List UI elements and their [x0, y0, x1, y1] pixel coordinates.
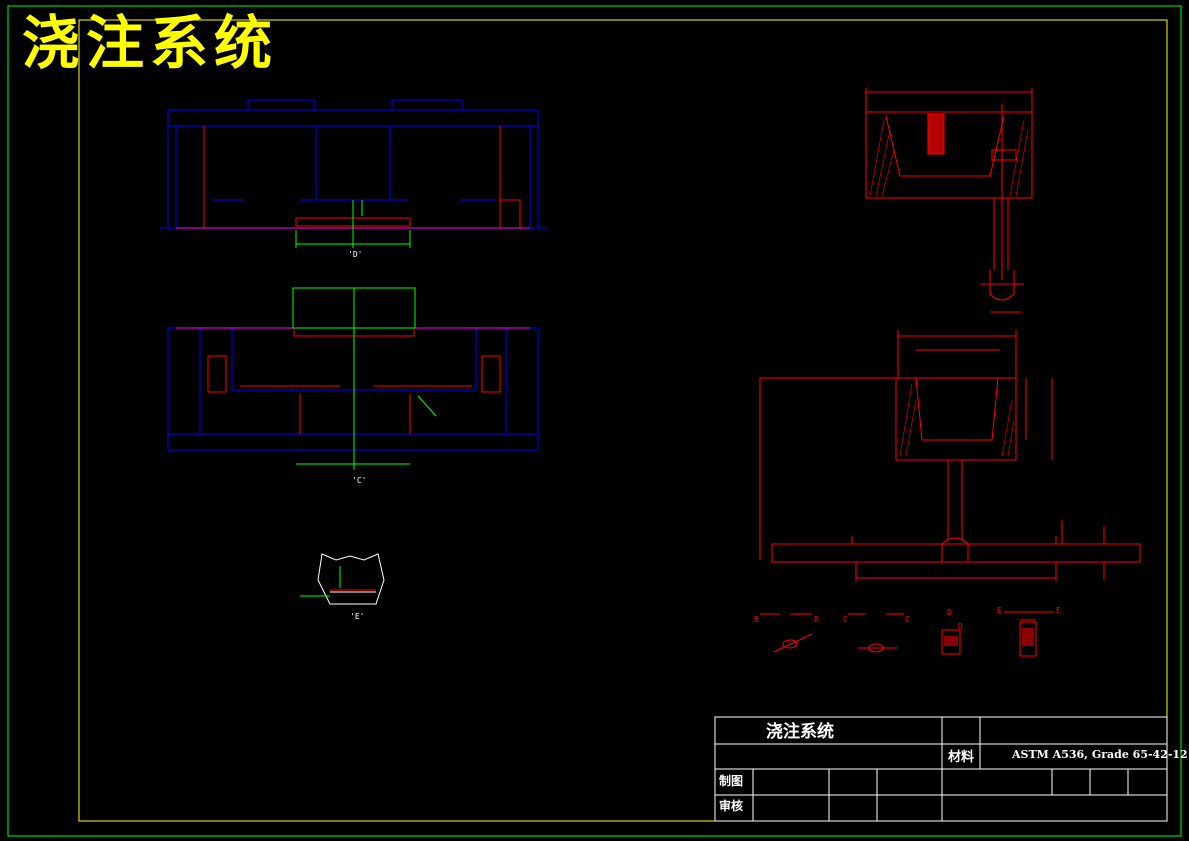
inner-border: [78, 19, 1168, 822]
view-d-label: 'D': [348, 250, 363, 259]
material-label: 材料: [948, 750, 975, 765]
view-e-label: 'E': [350, 612, 365, 621]
section-views: [760, 611, 1054, 657]
view-d-dimensions: [295, 200, 411, 248]
ladle-side-hatch: [899, 383, 1015, 457]
outer-border: [7, 5, 1182, 837]
section-fills: [944, 628, 1034, 646]
section-b-left: B: [754, 615, 759, 624]
section-d-left: D: [947, 608, 952, 617]
ladle-side-view: [759, 330, 1141, 582]
view-c-dimensions: [292, 287, 437, 470]
checked-by-label: 审核: [719, 799, 744, 813]
section-d-right: D: [958, 622, 963, 631]
material-value: ASTM A536, Grade 65-42-12: [1012, 748, 1188, 761]
title-block-title: 浇注系统: [766, 722, 834, 742]
view-e-drawing: [317, 553, 385, 605]
view-c-label: 'C': [352, 476, 367, 485]
ladle-top-view: [865, 88, 1033, 313]
view-d-drawing: [160, 99, 548, 229]
section-c-right: C: [905, 615, 910, 624]
section-b-right: B: [814, 615, 819, 624]
section-e-left: E: [997, 606, 1002, 615]
ladle-hatch-left: [869, 119, 1029, 197]
view-e-dims: [300, 566, 341, 597]
section-e-right: E: [1056, 606, 1061, 615]
section-c-left: C: [843, 615, 848, 624]
title-block: [714, 716, 1168, 822]
drawing-title: 浇注系统: [22, 9, 279, 77]
drawn-by-label: 制图: [719, 774, 744, 788]
